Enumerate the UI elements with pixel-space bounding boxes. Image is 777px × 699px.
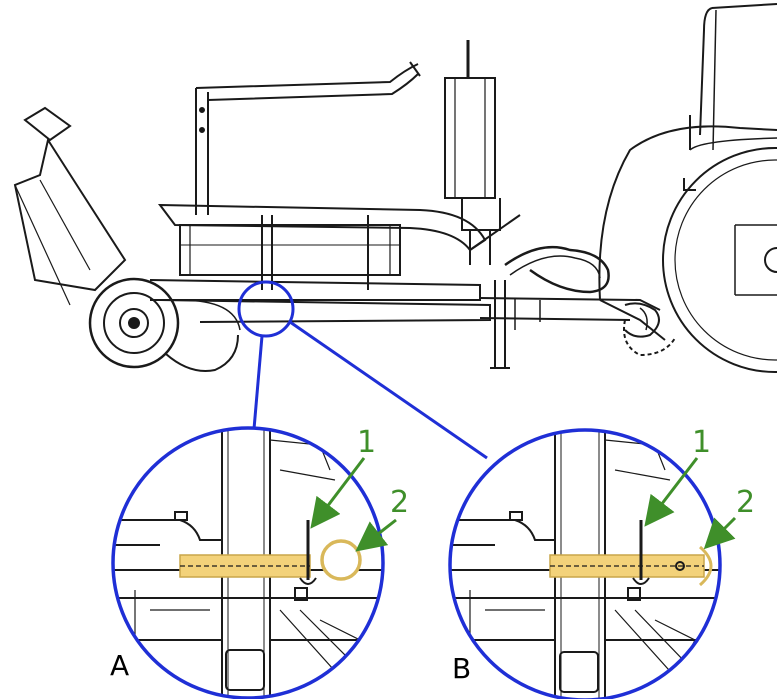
- callout-label-b1: 1: [692, 425, 712, 460]
- callout-label-a1: 1: [357, 425, 377, 460]
- zoom-source-circle: [237, 280, 295, 338]
- machine-overview: [13, 3, 777, 373]
- callout-arrow-b1: [644, 457, 699, 527]
- callout-label-b2: 2: [736, 485, 756, 520]
- drawbar: [479, 245, 676, 369]
- tractor: [598, 3, 777, 373]
- top-frame: [195, 61, 421, 215]
- rear-pedal-arm: [13, 106, 127, 306]
- wheels: [88, 277, 241, 372]
- detail-view-a: [111, 426, 397, 699]
- callout-arrow-a2: [355, 518, 397, 552]
- view-label-b: B: [452, 652, 472, 685]
- view-label-a: A: [110, 649, 130, 682]
- callout-label-a2: 2: [390, 485, 410, 520]
- wrap-roll: [444, 40, 501, 265]
- callout-arrow-b2: [703, 516, 737, 550]
- chassis: [149, 203, 521, 323]
- detail-view-b: [448, 428, 737, 699]
- zoom-connector-lines: [252, 320, 488, 460]
- callout-arrow-a1: [310, 457, 366, 529]
